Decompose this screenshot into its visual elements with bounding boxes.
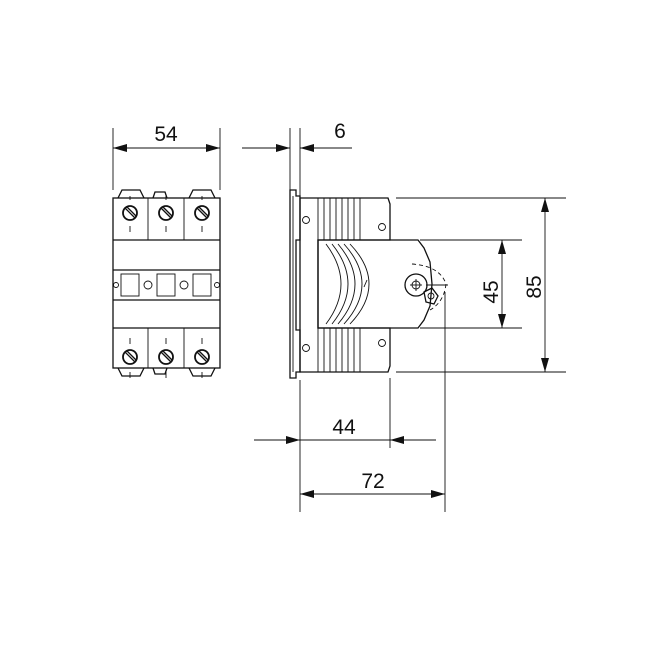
screw-icon xyxy=(158,205,174,221)
screw-icon xyxy=(158,349,174,365)
dimension-label-6: 6 xyxy=(334,120,346,143)
side-view xyxy=(289,189,448,379)
dimension-label-85: 85 xyxy=(523,275,546,298)
dimension-label-44: 44 xyxy=(332,416,356,439)
screw-icon xyxy=(194,205,210,221)
dimension-total-depth: 72 xyxy=(300,292,446,512)
screw-icon xyxy=(122,349,138,365)
dimension-label-54: 54 xyxy=(154,123,178,146)
front-view xyxy=(112,189,221,378)
screw-icon xyxy=(194,349,210,365)
dimension-total-height: 85 xyxy=(396,197,566,373)
dimension-label-45: 45 xyxy=(480,280,503,303)
dimension-front-width: 54 xyxy=(112,123,221,190)
dimension-handle-height: 45 xyxy=(420,239,522,329)
dimension-depth-to-face: 44 xyxy=(254,378,436,512)
dimension-rail-offset: 6 xyxy=(242,120,352,196)
screw-icon xyxy=(122,205,138,221)
rotary-knob-icon xyxy=(404,263,448,311)
dimension-label-72: 72 xyxy=(361,470,384,493)
